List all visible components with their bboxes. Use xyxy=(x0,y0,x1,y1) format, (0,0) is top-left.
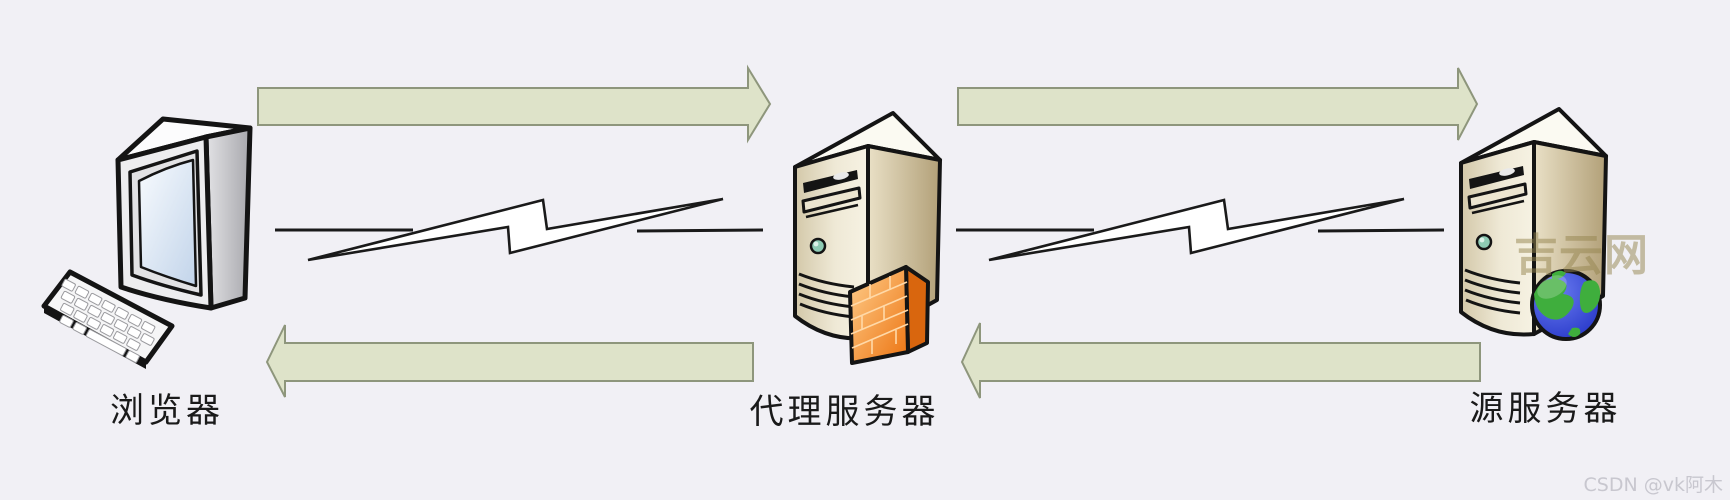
proxy-server-label: 代理服务器 xyxy=(749,392,940,432)
site-watermark: 吉云网 xyxy=(1514,230,1649,281)
keyboard-icon xyxy=(41,269,175,369)
request-arrow-browser-to-proxy xyxy=(257,64,772,144)
lightning-link-browser-proxy xyxy=(275,197,764,262)
lightning-link-proxy-origin xyxy=(956,197,1445,262)
request-arrow-proxy-to-origin xyxy=(957,67,1479,141)
lightning-bolt-icon xyxy=(307,197,724,262)
monitor-icon xyxy=(115,116,253,311)
csdn-credit-watermark: CSDN @vk阿木 xyxy=(1583,474,1723,496)
server-tower-globe-icon xyxy=(1459,107,1608,341)
firewall-brick-icon xyxy=(848,265,930,365)
origin-server-label: 源服务器 xyxy=(1469,389,1622,429)
response-arrow-origin-to-proxy xyxy=(960,322,1481,399)
lightning-bolt-icon xyxy=(988,197,1405,262)
browser-label: 浏览器 xyxy=(110,391,224,431)
desktop-computer-icon xyxy=(41,116,253,369)
response-arrow-proxy-to-browser xyxy=(265,324,754,398)
globe-icon xyxy=(1530,269,1602,341)
server-tower-firewall-icon xyxy=(793,111,942,365)
